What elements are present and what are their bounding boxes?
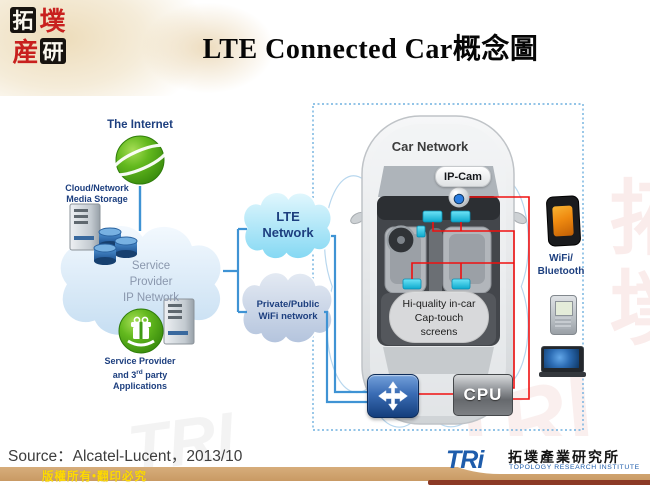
ipcam-label: IP-Cam: [435, 166, 491, 187]
lte-network-cloud: [243, 192, 331, 259]
wifi-to-router-link: [324, 310, 367, 404]
logo-plate: [430, 436, 650, 474]
seat-screen-right: [451, 278, 471, 290]
service-provider-cloud-label: Service Provider IP Network: [122, 260, 180, 304]
company-seal-logo: 拓 墣 産 研: [10, 5, 68, 67]
footer-maroon-line: [428, 480, 650, 485]
lte-network-label: LTE Network: [262, 209, 314, 240]
ip-camera-dome-icon: [448, 186, 470, 208]
head-unit-screen: [416, 225, 426, 238]
laptop-icon: [539, 346, 586, 378]
applications-gift-icon: [118, 308, 164, 354]
dash-screen-left: [422, 210, 443, 223]
tri-chinese-name: 拓墣產業研究所: [508, 449, 620, 465]
wifi-bluetooth-label: WiFi/ Bluetooth: [537, 253, 585, 277]
tri-english-name: TOPOLOGY RESEARCH INSTITUTE: [509, 464, 640, 471]
handheld-console-icon: [545, 195, 582, 247]
lte-to-router-link: [331, 234, 367, 394]
media-storage-server-icon: [69, 203, 101, 251]
database-cylinders-icon: [93, 227, 138, 265]
dash-screen-right: [450, 210, 471, 223]
copyright-text: 版權所有•翻印必究: [42, 471, 148, 483]
seal-char-br: 研: [40, 38, 66, 64]
seal-char-tr: 墣: [39, 6, 66, 36]
internet-label: The Internet: [107, 119, 173, 131]
wifi-network-label: Private/Public WiFi network: [256, 299, 320, 322]
car-domain-dashed-border: [312, 103, 584, 431]
source-citation: Source：Alcatel-Lucent，2013/10: [8, 448, 243, 465]
seal-char-bl: 産: [12, 37, 39, 67]
media-storage-label: Cloud/Network Media Storage: [65, 183, 129, 204]
seat-screen-left: [402, 278, 422, 290]
four-way-arrow-icon: [378, 381, 408, 411]
car-network-label: Car Network: [391, 139, 469, 154]
tri-logo: TRi 拓墣產業研究所 TOPOLOGY RESEARCH INSTITUTE: [446, 446, 646, 476]
smartphone-icon: [550, 295, 577, 335]
router-icon: [367, 374, 419, 418]
sp-applications-label: Service Provider and 3rd party Applicati…: [104, 356, 176, 391]
header-banner: [0, 0, 650, 96]
tri-acronym: TRi: [446, 446, 484, 474]
internet-globe-icon: [110, 135, 170, 185]
cloud-fork-links: [223, 227, 247, 314]
red-wiring: [411, 196, 530, 400]
captouch-screens-label: Hi-quality in-car Cap-touch screens: [389, 291, 489, 343]
wifi-network-cloud: [242, 272, 333, 343]
applications-server-icon: [163, 298, 195, 345]
page-title: LTE Connected Car概念圖: [202, 34, 539, 65]
seal-char-tl: 拓: [10, 7, 36, 33]
cpu-box: CPU: [453, 374, 513, 416]
